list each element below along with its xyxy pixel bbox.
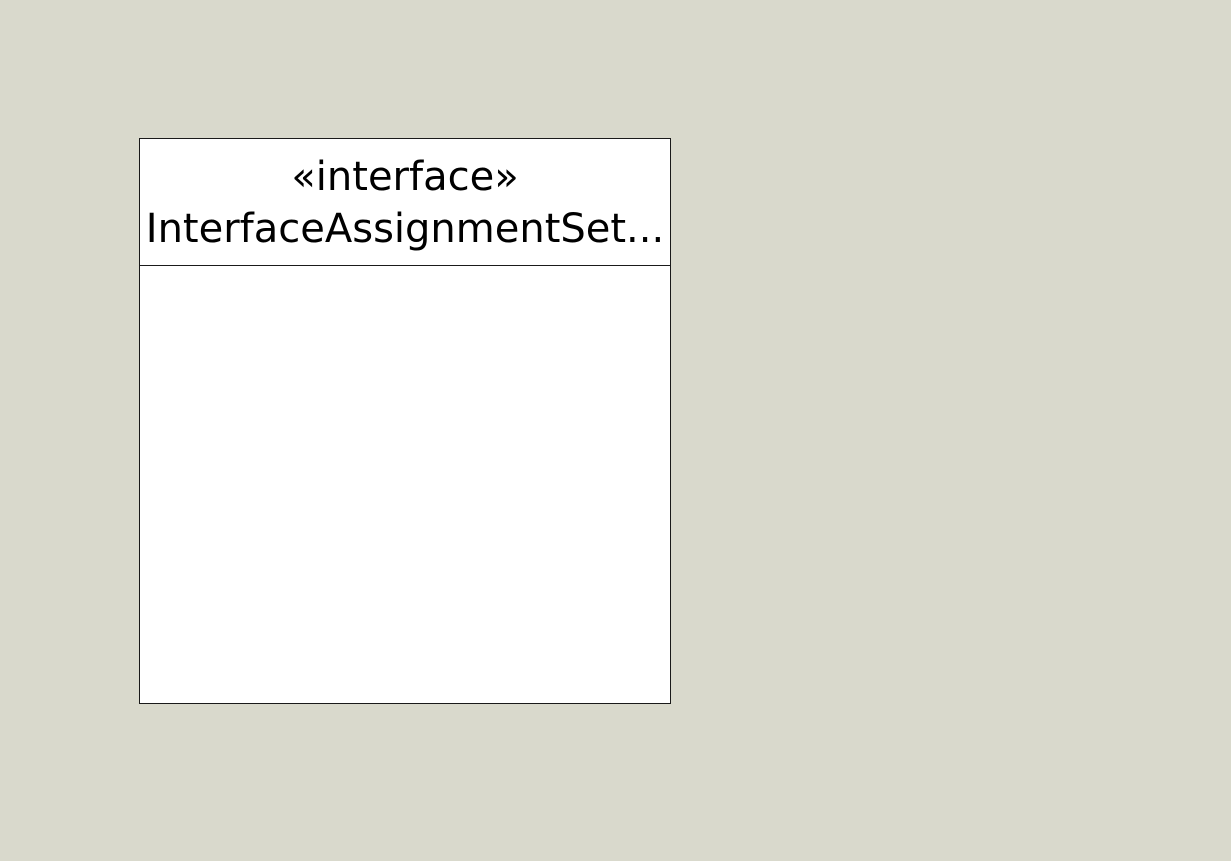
- interface-stereotype: «interface»: [291, 154, 519, 200]
- interface-name: InterfaceAssignmentSet...: [145, 206, 665, 252]
- interface-node-header: «interface» InterfaceAssignmentSet...: [140, 139, 670, 266]
- interface-node-body: [140, 266, 670, 703]
- interface-node[interactable]: «interface» InterfaceAssignmentSet...: [139, 138, 671, 704]
